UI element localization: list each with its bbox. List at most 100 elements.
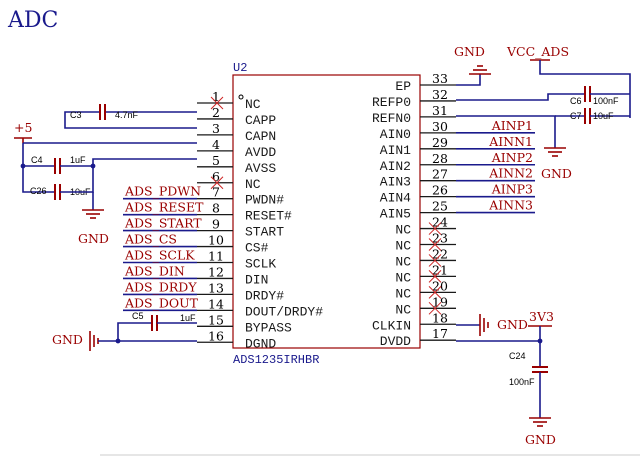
c7-value: 10uF bbox=[593, 111, 614, 121]
ep-gnd-wire bbox=[456, 74, 481, 86]
pin-22-number: 22 bbox=[432, 246, 448, 261]
pin-11-name: SCLK bbox=[245, 257, 276, 272]
pin-12-name: DIN bbox=[245, 272, 268, 287]
net-label-ainp3: AINP3 bbox=[491, 182, 533, 197]
c3-ref: C3 bbox=[70, 110, 82, 120]
pin-32-number: 32 bbox=[432, 87, 448, 102]
no-connect-mark bbox=[210, 96, 224, 110]
plus5-branch bbox=[22, 143, 55, 193]
pin-8-number: 8 bbox=[212, 201, 220, 216]
pin-1-name: NC bbox=[245, 97, 261, 112]
pin-17-name: DVDD bbox=[380, 334, 411, 349]
c3-value: 4.7nF bbox=[115, 110, 139, 120]
c6-value: 100nF bbox=[593, 96, 619, 106]
pin-24-name: NC bbox=[395, 223, 411, 238]
pin-9-number: 9 bbox=[212, 217, 220, 232]
net-label-ainp1: AINP1 bbox=[491, 118, 533, 133]
pin-7-name: PWDN# bbox=[245, 193, 284, 208]
pin-26-name: AIN4 bbox=[380, 191, 411, 206]
pin-25-name: AIN5 bbox=[380, 207, 411, 222]
pin-32-name: REFP0 bbox=[372, 95, 411, 110]
pin-10-name: CS# bbox=[245, 241, 269, 256]
pin-4-number: 4 bbox=[212, 137, 220, 152]
pin-18-name: CLKIN bbox=[372, 318, 411, 333]
pin-21-number: 21 bbox=[432, 262, 448, 277]
gnd-label-dvdd: GND bbox=[525, 432, 556, 447]
gnd-label-avss: GND bbox=[78, 231, 109, 246]
no-connect-mark bbox=[428, 222, 442, 235]
pin-23-number: 23 bbox=[432, 231, 448, 246]
pin-16-name: DGND bbox=[245, 336, 276, 351]
pin-6-name: NC bbox=[245, 177, 261, 192]
pin-30-name: AIN0 bbox=[380, 127, 411, 142]
pin1-marker bbox=[238, 94, 244, 100]
vcc-ads-label: VCC_ADS bbox=[506, 44, 569, 59]
net-label-ainn2: AINN2 bbox=[488, 166, 533, 181]
pin-30-number: 30 bbox=[432, 119, 448, 134]
net-label-ads-start: ADS_START bbox=[124, 216, 202, 231]
pin-3-name: CAPN bbox=[245, 129, 276, 144]
junction-dot bbox=[115, 338, 121, 344]
junction-dot bbox=[20, 163, 26, 169]
pin-17-number: 17 bbox=[432, 326, 448, 341]
net-label-ads-reset: ADS_RESET bbox=[124, 200, 204, 215]
junction-dot bbox=[537, 338, 543, 344]
pin-5-number: 5 bbox=[212, 153, 220, 168]
pin-26-number: 26 bbox=[432, 183, 448, 198]
avss-wire bbox=[60, 158, 197, 167]
pin-14-name: DOUT/DRDY# bbox=[245, 304, 323, 319]
left-pin-group: 1NC2CAPP3CAPN4AVDD5AVSS6NC7PWDN#8RESET#9… bbox=[197, 89, 323, 351]
pin-11-number: 11 bbox=[208, 249, 224, 264]
pin-14-number: 14 bbox=[208, 296, 224, 311]
pin-25-number: 25 bbox=[432, 199, 448, 214]
c7-ref: C7 bbox=[570, 111, 582, 121]
c26-ref: C26 bbox=[30, 186, 47, 196]
net-label-ads-sclk: ADS_SCLK bbox=[124, 248, 195, 263]
pin-13-number: 13 bbox=[208, 280, 224, 295]
pin-12-number: 12 bbox=[208, 264, 224, 279]
pin-19-name: NC bbox=[395, 302, 411, 317]
net-label-ads-dout: ADS_DOUT bbox=[124, 295, 199, 310]
pin-20-number: 20 bbox=[432, 278, 448, 293]
no-connect-mark bbox=[428, 285, 442, 299]
junction-dot bbox=[90, 163, 96, 169]
pin-27-name: AIN3 bbox=[380, 175, 411, 190]
pin-3-number: 3 bbox=[212, 121, 220, 136]
right-pin-group: 33EP32REFP031REFN030AIN029AIN128AIN227AI… bbox=[372, 71, 456, 349]
pin-8-name: RESET# bbox=[245, 209, 292, 224]
c24-value: 100nF bbox=[509, 377, 535, 387]
net-label-ainn1: AINN1 bbox=[488, 134, 533, 149]
pin-1-number: 1 bbox=[212, 89, 220, 104]
pin-15-number: 15 bbox=[208, 312, 224, 327]
net-label-ads-pdwn: ADS_PDWN bbox=[124, 184, 201, 199]
v3v3-label: 3V3 bbox=[529, 309, 554, 324]
net-label-ainn3: AINN3 bbox=[488, 198, 533, 213]
pin-22-name: NC bbox=[395, 254, 411, 269]
pin-24-number: 24 bbox=[432, 215, 448, 230]
page-title: ADC bbox=[7, 8, 58, 33]
pin-31-name: REFN0 bbox=[372, 111, 411, 126]
left-net-labels: ADS_PDWNADS_RESETADS_STARTADS_CSADS_SCLK… bbox=[123, 184, 204, 312]
pin-28-number: 28 bbox=[432, 151, 448, 166]
net-label-ads-drdy: ADS_DRDY bbox=[124, 279, 197, 294]
pin-29-number: 29 bbox=[432, 135, 448, 150]
refp0-wire bbox=[456, 93, 585, 101]
pin-15-name: BYPASS bbox=[245, 320, 292, 335]
net-label-ads-cs: ADS_CS bbox=[124, 232, 177, 247]
pin-2-name: CAPP bbox=[245, 113, 276, 128]
pin-19-number: 19 bbox=[432, 294, 448, 309]
c3-loop-wire bbox=[64, 111, 197, 129]
c6-ref: C6 bbox=[570, 96, 582, 106]
no-connect-mark bbox=[428, 238, 442, 251]
pin-6-number: 6 bbox=[212, 169, 220, 184]
pin-23-name: NC bbox=[395, 239, 411, 254]
gnd-label-dgnd: GND bbox=[52, 332, 83, 347]
no-connect-mark bbox=[428, 254, 442, 267]
c5-value: 1uF bbox=[180, 313, 196, 323]
c24-ref: C24 bbox=[509, 351, 526, 361]
ic-body[interactable] bbox=[232, 74, 421, 349]
pin-29-name: AIN1 bbox=[380, 143, 411, 158]
plus5-label: +5 bbox=[14, 120, 32, 135]
no-connect-mark bbox=[428, 301, 442, 315]
